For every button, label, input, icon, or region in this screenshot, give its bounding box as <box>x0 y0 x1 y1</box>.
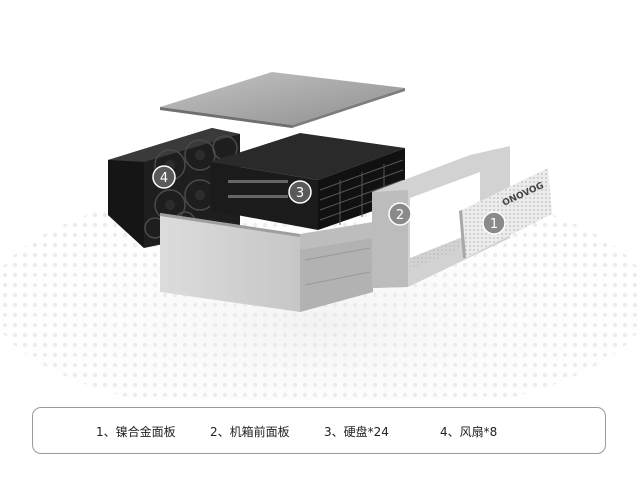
legend-item-nickel-panel: 1、镍合金面板 <box>96 425 176 439</box>
svg-text:3: 3 <box>296 186 304 201</box>
exploded-chassis-illustration: ONOVOG 4 3 2 1 <box>0 72 638 400</box>
callout-2: 2 <box>388 202 412 226</box>
legend-item-front-panel: 2、机箱前面板 <box>210 425 290 439</box>
legend-item-fans: 4、风扇*8 <box>440 425 498 439</box>
callout-3: 3 <box>288 180 312 204</box>
component-legend: 1、镍合金面板 2、机箱前面板 3、硬盘*24 4、风扇*8 <box>32 407 606 454</box>
callout-4: 4 <box>152 165 176 189</box>
fan-module <box>108 128 240 248</box>
top-cover-panel <box>160 72 405 128</box>
svg-text:2: 2 <box>396 208 404 223</box>
legend-item-hard-drives: 3、硬盘*24 <box>324 425 389 439</box>
nickel-alloy-panel: ONOVOG <box>459 168 552 258</box>
chassis-body <box>160 213 373 312</box>
svg-text:4: 4 <box>160 171 168 186</box>
svg-text:1: 1 <box>490 217 498 232</box>
callout-1: 1 <box>482 211 506 235</box>
drive-cage <box>210 133 405 230</box>
